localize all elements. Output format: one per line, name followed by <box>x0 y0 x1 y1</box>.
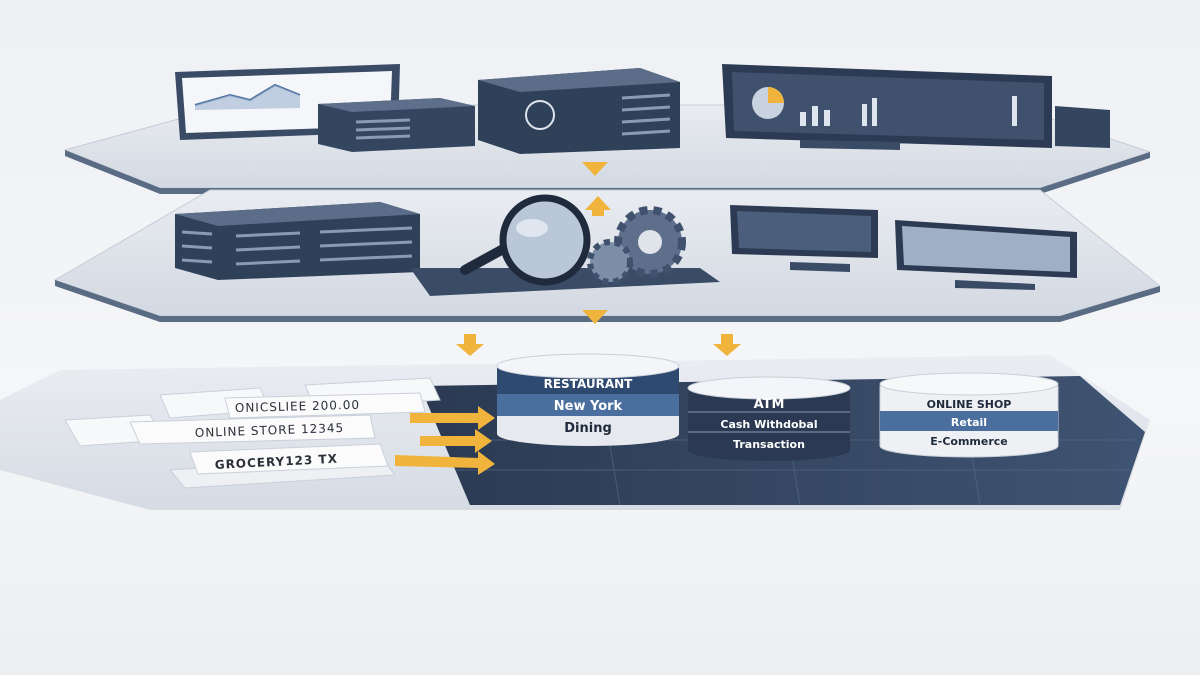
arrow-icon <box>420 429 492 453</box>
arrow-icon <box>456 334 484 356</box>
network-server-icon <box>478 68 680 154</box>
database-label: New York <box>554 399 623 414</box>
arrow-icon <box>585 196 611 216</box>
receipt-text: ONICSLIEE 200.00 <box>235 398 360 415</box>
server-icon <box>318 98 475 152</box>
database-label: Retail <box>951 416 987 429</box>
database-label: Transaction <box>733 438 805 451</box>
database-label: Dining <box>564 421 612 436</box>
magnifier-icon <box>460 194 591 286</box>
receipt-text: GROCERY123 TX <box>214 452 338 472</box>
database-label: E-Commerce <box>930 435 1008 448</box>
receipt-icon: ONLINE STORE 12345 <box>129 414 376 445</box>
arrow-icon <box>582 162 608 176</box>
monitor-icon <box>730 205 878 272</box>
arrow-icon <box>713 334 741 356</box>
receipt-text: ONLINE STORE 12345 <box>195 421 345 440</box>
database-label: ONLINE SHOP <box>927 398 1012 411</box>
arrow-icon <box>395 451 495 475</box>
database-online-shop: ONLINE SHOP Retail E-Commerce <box>879 372 1059 458</box>
database-label: ATM <box>754 397 785 412</box>
dashboard-monitor-icon <box>722 64 1110 150</box>
receipt-stack: ONICSLIEE 200.00 ONLINE STORE 12345 GROC… <box>64 377 441 489</box>
database-restaurant: RESTAURANT New York Dining <box>496 353 680 446</box>
arrow-icon <box>410 406 495 430</box>
server-rack-icon <box>175 202 420 280</box>
receipt-icon: ONICSLIEE 200.00 <box>224 392 426 419</box>
database-label: Cash Withdobal <box>720 418 817 431</box>
arrow-icon <box>582 310 608 324</box>
gear-icon <box>587 206 686 285</box>
database-atm: ATM Cash Withdobal Transaction <box>687 376 851 461</box>
receipt-icon: GROCERY123 TX <box>189 443 389 475</box>
database-label: RESTAURANT <box>544 377 634 391</box>
monitor-icon <box>895 220 1077 290</box>
